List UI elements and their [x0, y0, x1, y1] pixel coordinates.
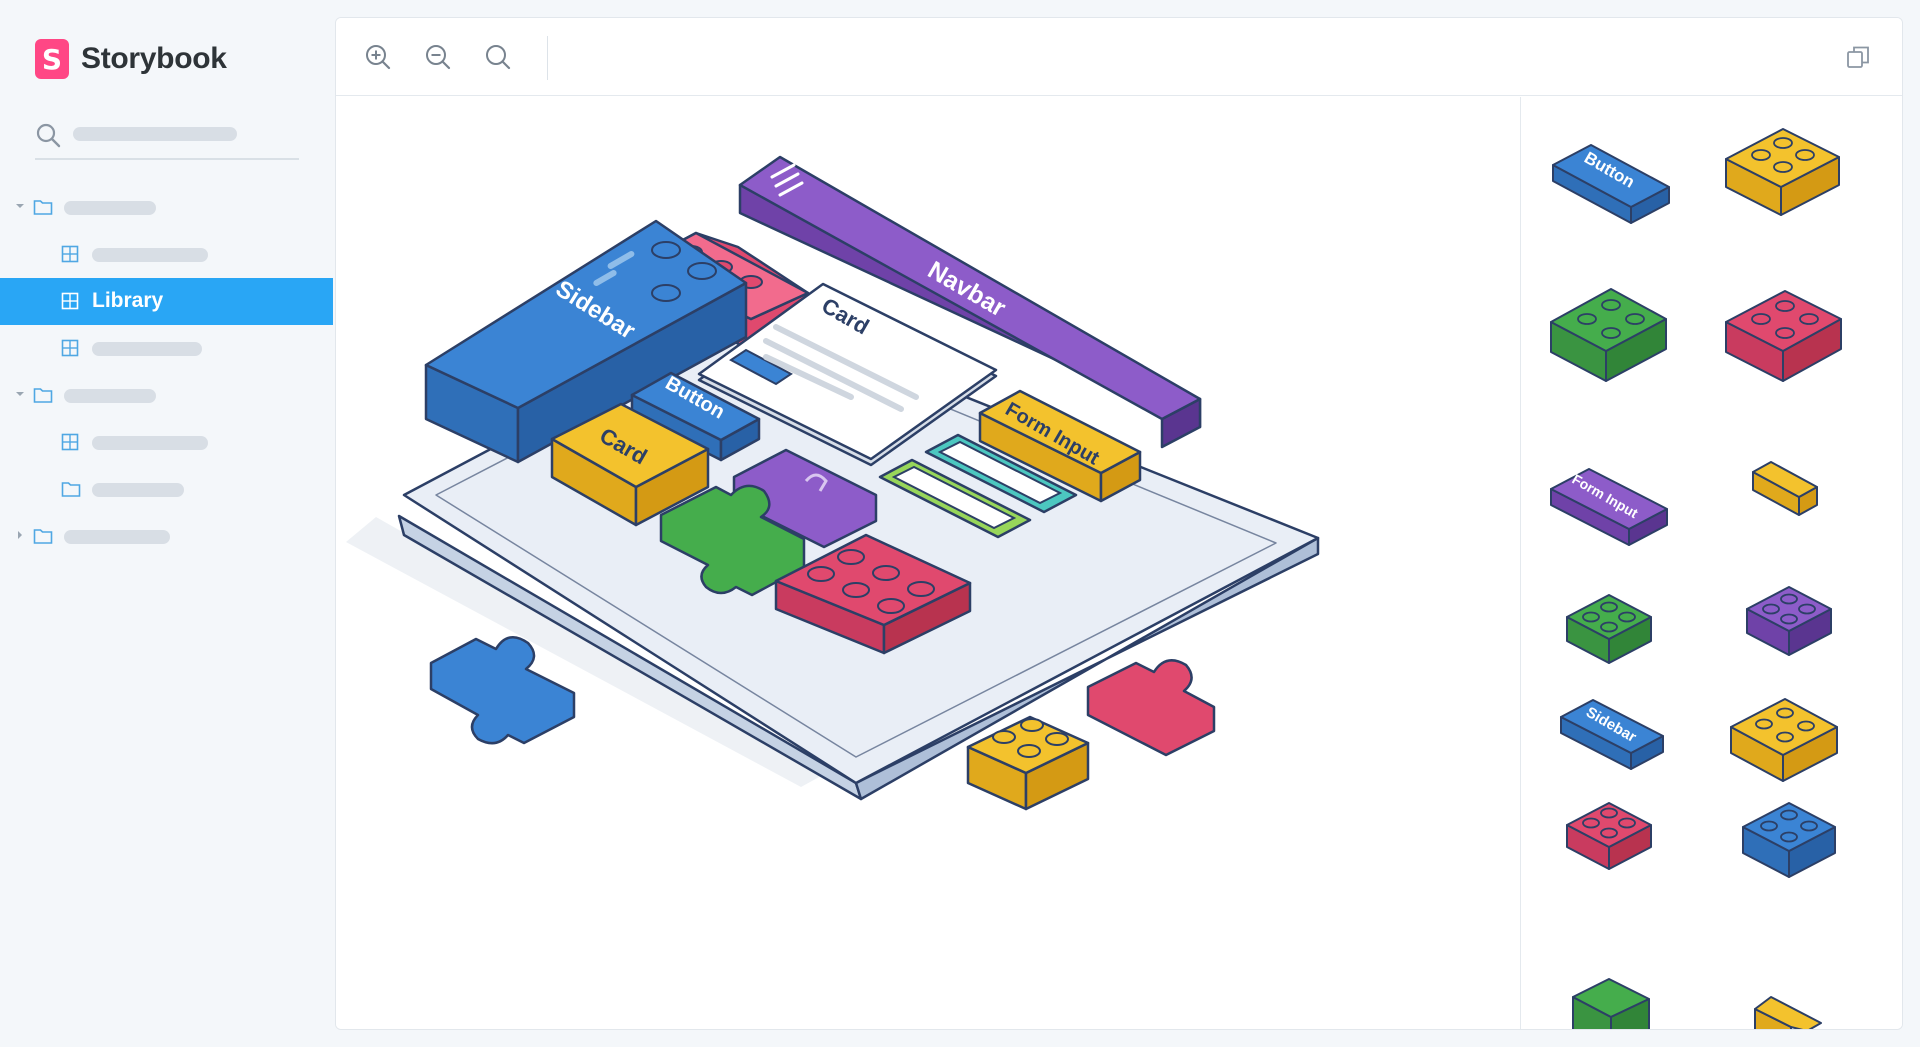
copy-button[interactable]: [1841, 40, 1875, 74]
palette-blue-small-brick[interactable]: [1742, 802, 1836, 878]
copy-icon: [1847, 46, 1869, 68]
navbar-block: Navbar: [738, 155, 1202, 449]
sidebar-item-label: Library: [92, 289, 164, 312]
zoom-reset-button[interactable]: [481, 40, 515, 74]
chevron-right-icon: [18, 531, 22, 539]
zoom-out-button[interactable]: [421, 40, 455, 74]
zoom-in-icon: [366, 45, 391, 70]
palette-green-brick[interactable]: [1550, 288, 1667, 382]
toolbar-divider: [547, 36, 548, 80]
component-icon: [61, 433, 79, 451]
folder-icon: [61, 482, 81, 497]
palette-red-small-brick[interactable]: [1566, 802, 1652, 870]
card-panel: Card: [697, 282, 998, 467]
tree-component[interactable]: [0, 419, 333, 466]
card-block: Card: [550, 402, 710, 527]
palette-yellow-brick-partial[interactable]: [1754, 996, 1822, 1030]
component-label-skeleton: [92, 248, 208, 262]
preview-toolbar: [336, 18, 1902, 96]
component-label-skeleton: [92, 342, 202, 356]
tree-component[interactable]: [0, 325, 333, 372]
palette-green-small-brick[interactable]: [1566, 594, 1652, 664]
chevron-down-icon: [16, 392, 24, 396]
component-palette: Button: [1520, 97, 1902, 1030]
folder-icon: [33, 529, 53, 544]
folder-icon: [33, 200, 53, 215]
sidebar-search[interactable]: [35, 118, 299, 160]
palette-yellow-bar[interactable]: [1752, 461, 1818, 516]
palette-form-input-block[interactable]: Form Input: [1550, 468, 1668, 546]
palette-yellow-brick[interactable]: [1725, 128, 1840, 216]
folder-label-skeleton: [64, 389, 156, 403]
tree-folder[interactable]: [0, 184, 333, 231]
component-icon: [61, 292, 79, 310]
component-icon: [61, 245, 79, 263]
component-label-skeleton: [92, 436, 208, 450]
brand[interactable]: S Storybook: [35, 38, 227, 80]
tree-folder[interactable]: [0, 466, 333, 513]
red-brick-large: [774, 533, 972, 655]
search-icon: [36, 123, 61, 148]
folder-label-skeleton: [92, 483, 184, 497]
sidebar-block: Sidebar: [424, 219, 748, 464]
red-puzzle-piece: [1086, 659, 1216, 757]
tree-folder[interactable]: [0, 372, 333, 419]
brand-name: Storybook: [81, 42, 227, 75]
sidebar-item-library[interactable]: Library: [0, 278, 333, 325]
palette-sidebar-block[interactable]: Sidebar: [1560, 699, 1664, 770]
palette-yellow-brick-2[interactable]: [1730, 698, 1838, 782]
folder-icon: [33, 388, 53, 403]
form-input-fields: [878, 433, 1078, 539]
palette-button-block[interactable]: Button: [1552, 144, 1670, 224]
zoom-out-icon: [426, 45, 451, 70]
folder-label-skeleton: [64, 530, 170, 544]
storybook-logo-icon: S: [35, 39, 69, 79]
preview-canvas[interactable]: Navbar Sidebar: [336, 97, 1520, 1029]
tree-component[interactable]: [0, 231, 333, 278]
sidebar: S Storybook Library: [0, 0, 333, 1047]
palette-purple-brick[interactable]: [1746, 586, 1832, 656]
folder-label-skeleton: [64, 201, 156, 215]
search-placeholder-skeleton: [73, 127, 237, 141]
button-block: Button: [630, 371, 761, 462]
palette-illustration: Button: [1550, 128, 1842, 1030]
sidebar-tree: Library: [0, 184, 333, 560]
component-icon: [61, 339, 79, 357]
palette-green-brick-partial[interactable]: [1572, 978, 1650, 1030]
palette-red-brick[interactable]: [1725, 290, 1842, 382]
zoom-in-button[interactable]: [361, 40, 395, 74]
tree-folder[interactable]: [0, 513, 333, 560]
chevron-down-icon: [16, 204, 24, 208]
preview-panel: Navbar Sidebar: [335, 17, 1903, 1030]
component-assembly-illustration: Navbar Sidebar: [346, 155, 1320, 811]
yellow-brick-loose: [966, 715, 1090, 811]
zoom-reset-icon: [486, 45, 511, 70]
blue-puzzle-piece: [429, 636, 576, 745]
